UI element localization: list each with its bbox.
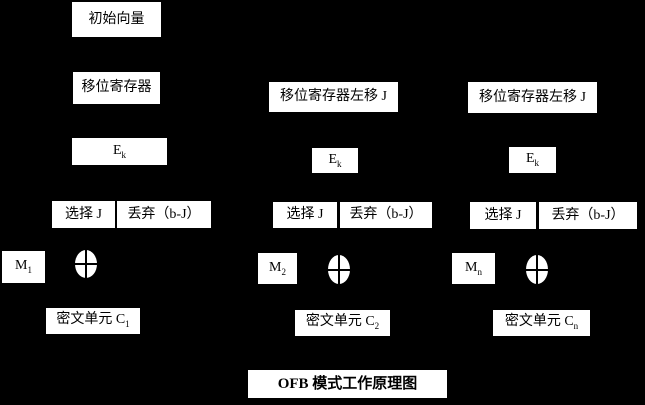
- shift-register-label-2: 移位寄存器左移 J: [280, 89, 387, 104]
- message-box-2: M2: [258, 253, 297, 284]
- discard-box-1: 丢弃（b-J）: [117, 201, 211, 228]
- xor-icon-2: [328, 255, 350, 284]
- discard-box-3: 丢弃（b-J）: [539, 202, 637, 229]
- init-vector-box: 初始向量: [72, 2, 161, 37]
- ciphertext-box-3: 密文单元 Cn: [493, 310, 590, 336]
- encrypt-box-1: Ek: [72, 138, 167, 165]
- discard-label-1: 丢弃（b-J）: [127, 206, 201, 222]
- shift-register-box-2: 移位寄存器左移 J: [269, 82, 398, 112]
- ciphertext-box-2: 密文单元 C2: [295, 310, 390, 336]
- shift-register-box-3: 移位寄存器左移 J: [468, 82, 597, 113]
- shift-register-label-3: 移位寄存器左移 J: [479, 89, 586, 105]
- select-label-1: 选择 J: [65, 206, 102, 222]
- init-vector-label: 初始向量: [88, 11, 145, 27]
- discard-box-2: 丢弃（b-J）: [340, 202, 432, 228]
- message-box-3: Mn: [452, 253, 495, 284]
- message-label-1: M1: [15, 258, 32, 275]
- message-label-3: Mn: [465, 259, 482, 277]
- ciphertext-label-2: 密文单元 C2: [305, 314, 380, 331]
- encrypt-label-3: Ek: [525, 151, 540, 168]
- select-box-2: 选择 J: [273, 202, 337, 228]
- shift-register-box-1: 移位寄存器: [73, 72, 160, 104]
- message-box-1: M1: [2, 251, 45, 283]
- ciphertext-label-3: 密文单元 Cn: [504, 314, 579, 331]
- encrypt-label-1: Ek: [112, 142, 127, 160]
- select-label-3: 选择 J: [484, 207, 522, 223]
- ciphertext-label-1: 密文单元 C1: [56, 312, 130, 329]
- select-box-3: 选择 J: [470, 202, 536, 229]
- message-label-2: M2: [269, 259, 286, 277]
- select-box-1: 选择 J: [52, 201, 115, 228]
- discard-label-3: 丢弃（b-J）: [551, 207, 625, 223]
- xor-icon-3: [526, 255, 548, 284]
- diagram-title: OFB 模式工作原理图: [277, 375, 418, 392]
- shift-register-label-1: 移位寄存器: [81, 80, 152, 95]
- encrypt-label-2: Ek: [328, 151, 342, 169]
- diagram-title-box: OFB 模式工作原理图: [248, 370, 447, 398]
- select-label-2: 选择 J: [286, 207, 324, 222]
- discard-label-2: 丢弃（b-J）: [349, 207, 423, 222]
- xor-icon-1: [75, 250, 97, 278]
- ciphertext-box-1: 密文单元 C1: [46, 308, 140, 334]
- encrypt-box-3: Ek: [509, 147, 556, 173]
- encrypt-box-2: Ek: [312, 148, 358, 173]
